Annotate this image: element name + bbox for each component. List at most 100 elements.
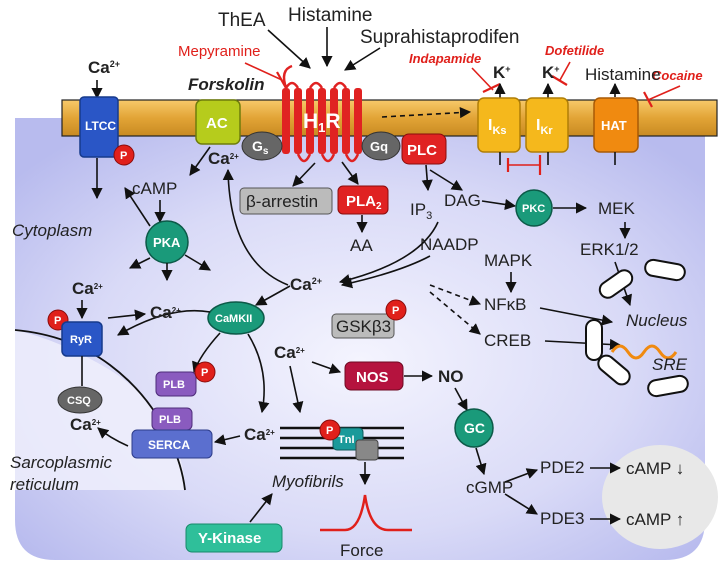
k-plus-iks: K+: [493, 63, 511, 82]
mapk-label: MAPK: [484, 251, 533, 270]
forskolin-label: Forskolin: [188, 75, 265, 94]
plb-phospho: [194, 361, 216, 383]
cytoplasm-label: Cytoplasm: [12, 221, 92, 240]
ryr-label: RyR: [70, 334, 92, 346]
gs-protein: [241, 131, 283, 161]
ca-center-label: Ca2+: [290, 275, 322, 294]
nos-label: NOS: [356, 369, 389, 386]
gsk-phospho: [385, 299, 407, 321]
ligand-thea: ThEA: [218, 10, 266, 31]
nfkb-label: NFκB: [484, 295, 527, 314]
ligand-histamine: Histamine: [288, 5, 372, 26]
ca-sr-top-label: Ca2+: [72, 279, 103, 298]
k-plus-ikr: K+: [542, 63, 560, 82]
plc-enzyme: [401, 133, 447, 165]
ca-sr-mid-label: Ca2+: [150, 303, 181, 322]
ca-out-label: Ca2+: [88, 58, 120, 77]
cgmp-label: cGMP: [466, 478, 513, 497]
gc-node: [454, 408, 494, 448]
serca-pump: [131, 429, 213, 459]
myofibril-gray-block: [355, 439, 379, 461]
gsk-box: [331, 313, 395, 339]
camkii-node: [207, 301, 265, 335]
creb-label: CREB: [484, 331, 531, 350]
csq-protein: [57, 386, 103, 414]
sr-membrane-line: [14, 329, 186, 491]
ac-enzyme: [195, 99, 241, 145]
inhibitor-dofetilide: Dofetilide: [545, 43, 604, 58]
pla2-label: PLA2: [346, 193, 382, 212]
pla2-box: [337, 185, 389, 215]
ykinase-label: Y-Kinase: [198, 530, 261, 547]
pkc-label: PKC: [522, 203, 545, 215]
camp-label: cAMP: [132, 179, 177, 198]
ltcc-label: LTCC: [85, 119, 116, 133]
h1r-receptor: [282, 64, 362, 163]
hat-label: HAT: [601, 118, 627, 133]
ca-nos-label: Ca2+: [274, 343, 305, 362]
gsk-label: GSKβ3: [336, 317, 391, 336]
sarcoplasmic-label: Sarcoplasmic: [10, 453, 113, 472]
hat-transporter: [593, 97, 639, 153]
iks-label: IKs: [488, 117, 507, 137]
nos-box: [344, 361, 404, 391]
sre-label: SRE: [652, 355, 688, 374]
camp-outcome-region: [602, 445, 718, 549]
gs-label: Gs: [252, 138, 269, 157]
plc-label: PLC: [407, 142, 437, 159]
inhibitor-cocaine: Cocaine: [652, 68, 703, 83]
ligand-suprahistaprodifen: Suprahistaprodifen: [360, 27, 520, 48]
camp-down-label: cAMP ↓: [626, 459, 684, 478]
ca-myo-label: Ca2+: [244, 425, 275, 444]
erk-label: ERK1/2: [580, 240, 639, 259]
inhibitor-mepyramine: Mepyramine: [178, 43, 261, 60]
camkii-label: CaMKII: [215, 313, 252, 325]
inhibitor-indapamide: Indapamide: [409, 51, 481, 66]
pkc-node: [515, 189, 553, 227]
gq-protein: [361, 131, 401, 161]
svg-text:P: P: [326, 425, 333, 437]
histamine-out-label: Histamine: [585, 65, 661, 84]
pka-label: PKA: [153, 235, 181, 250]
mek-label: MEK: [598, 199, 636, 218]
sre-dna-wave: [610, 344, 678, 360]
aa-label: AA: [350, 236, 373, 255]
reticulum-label: reticulum: [10, 475, 79, 494]
plb-bottom-label: PLB: [159, 414, 181, 426]
beta-arrestin-box: [239, 187, 333, 215]
plb-top-label: PLB: [163, 379, 185, 391]
gc-label: GC: [464, 420, 485, 436]
nucleus-label: Nucleus: [626, 311, 688, 330]
pde3-label: PDE3: [540, 509, 584, 528]
svg-text:P: P: [392, 305, 399, 317]
tni-label: TnI: [338, 434, 355, 446]
ca-ac-label: Ca2+: [208, 149, 239, 168]
plb-top-box: [155, 371, 197, 397]
no-label: NO: [438, 367, 464, 386]
beta-arrestin-label: β-arrestin: [246, 192, 318, 211]
camp-up-label: cAMP ↑: [626, 510, 684, 529]
myofibrils-label: Myofibrils: [272, 472, 344, 491]
nucleus-envelope: [585, 258, 689, 398]
ykinase-box: [185, 523, 283, 553]
ltcc-phospho: [113, 144, 135, 166]
ip3-label: IP3: [410, 200, 432, 222]
h1r-label: H1R: [303, 110, 341, 135]
svg-text:P: P: [54, 315, 61, 327]
svg-text:P: P: [120, 150, 127, 162]
ikr-label: IKr: [536, 117, 553, 137]
ikr-channel: [525, 97, 569, 153]
ac-label: AC: [206, 115, 228, 132]
iks-channel: [477, 97, 521, 153]
ltcc-channel: [79, 96, 119, 158]
svg-text:P: P: [201, 367, 208, 379]
ca-sr-low-label: Ca2+: [70, 415, 101, 434]
dag-label: DAG: [444, 191, 481, 210]
tni-phospho: [319, 419, 341, 441]
pde2-label: PDE2: [540, 458, 584, 477]
force-curve: [320, 494, 412, 532]
naadp-label: NAADP: [420, 235, 479, 254]
csq-label: CSQ: [67, 395, 91, 407]
